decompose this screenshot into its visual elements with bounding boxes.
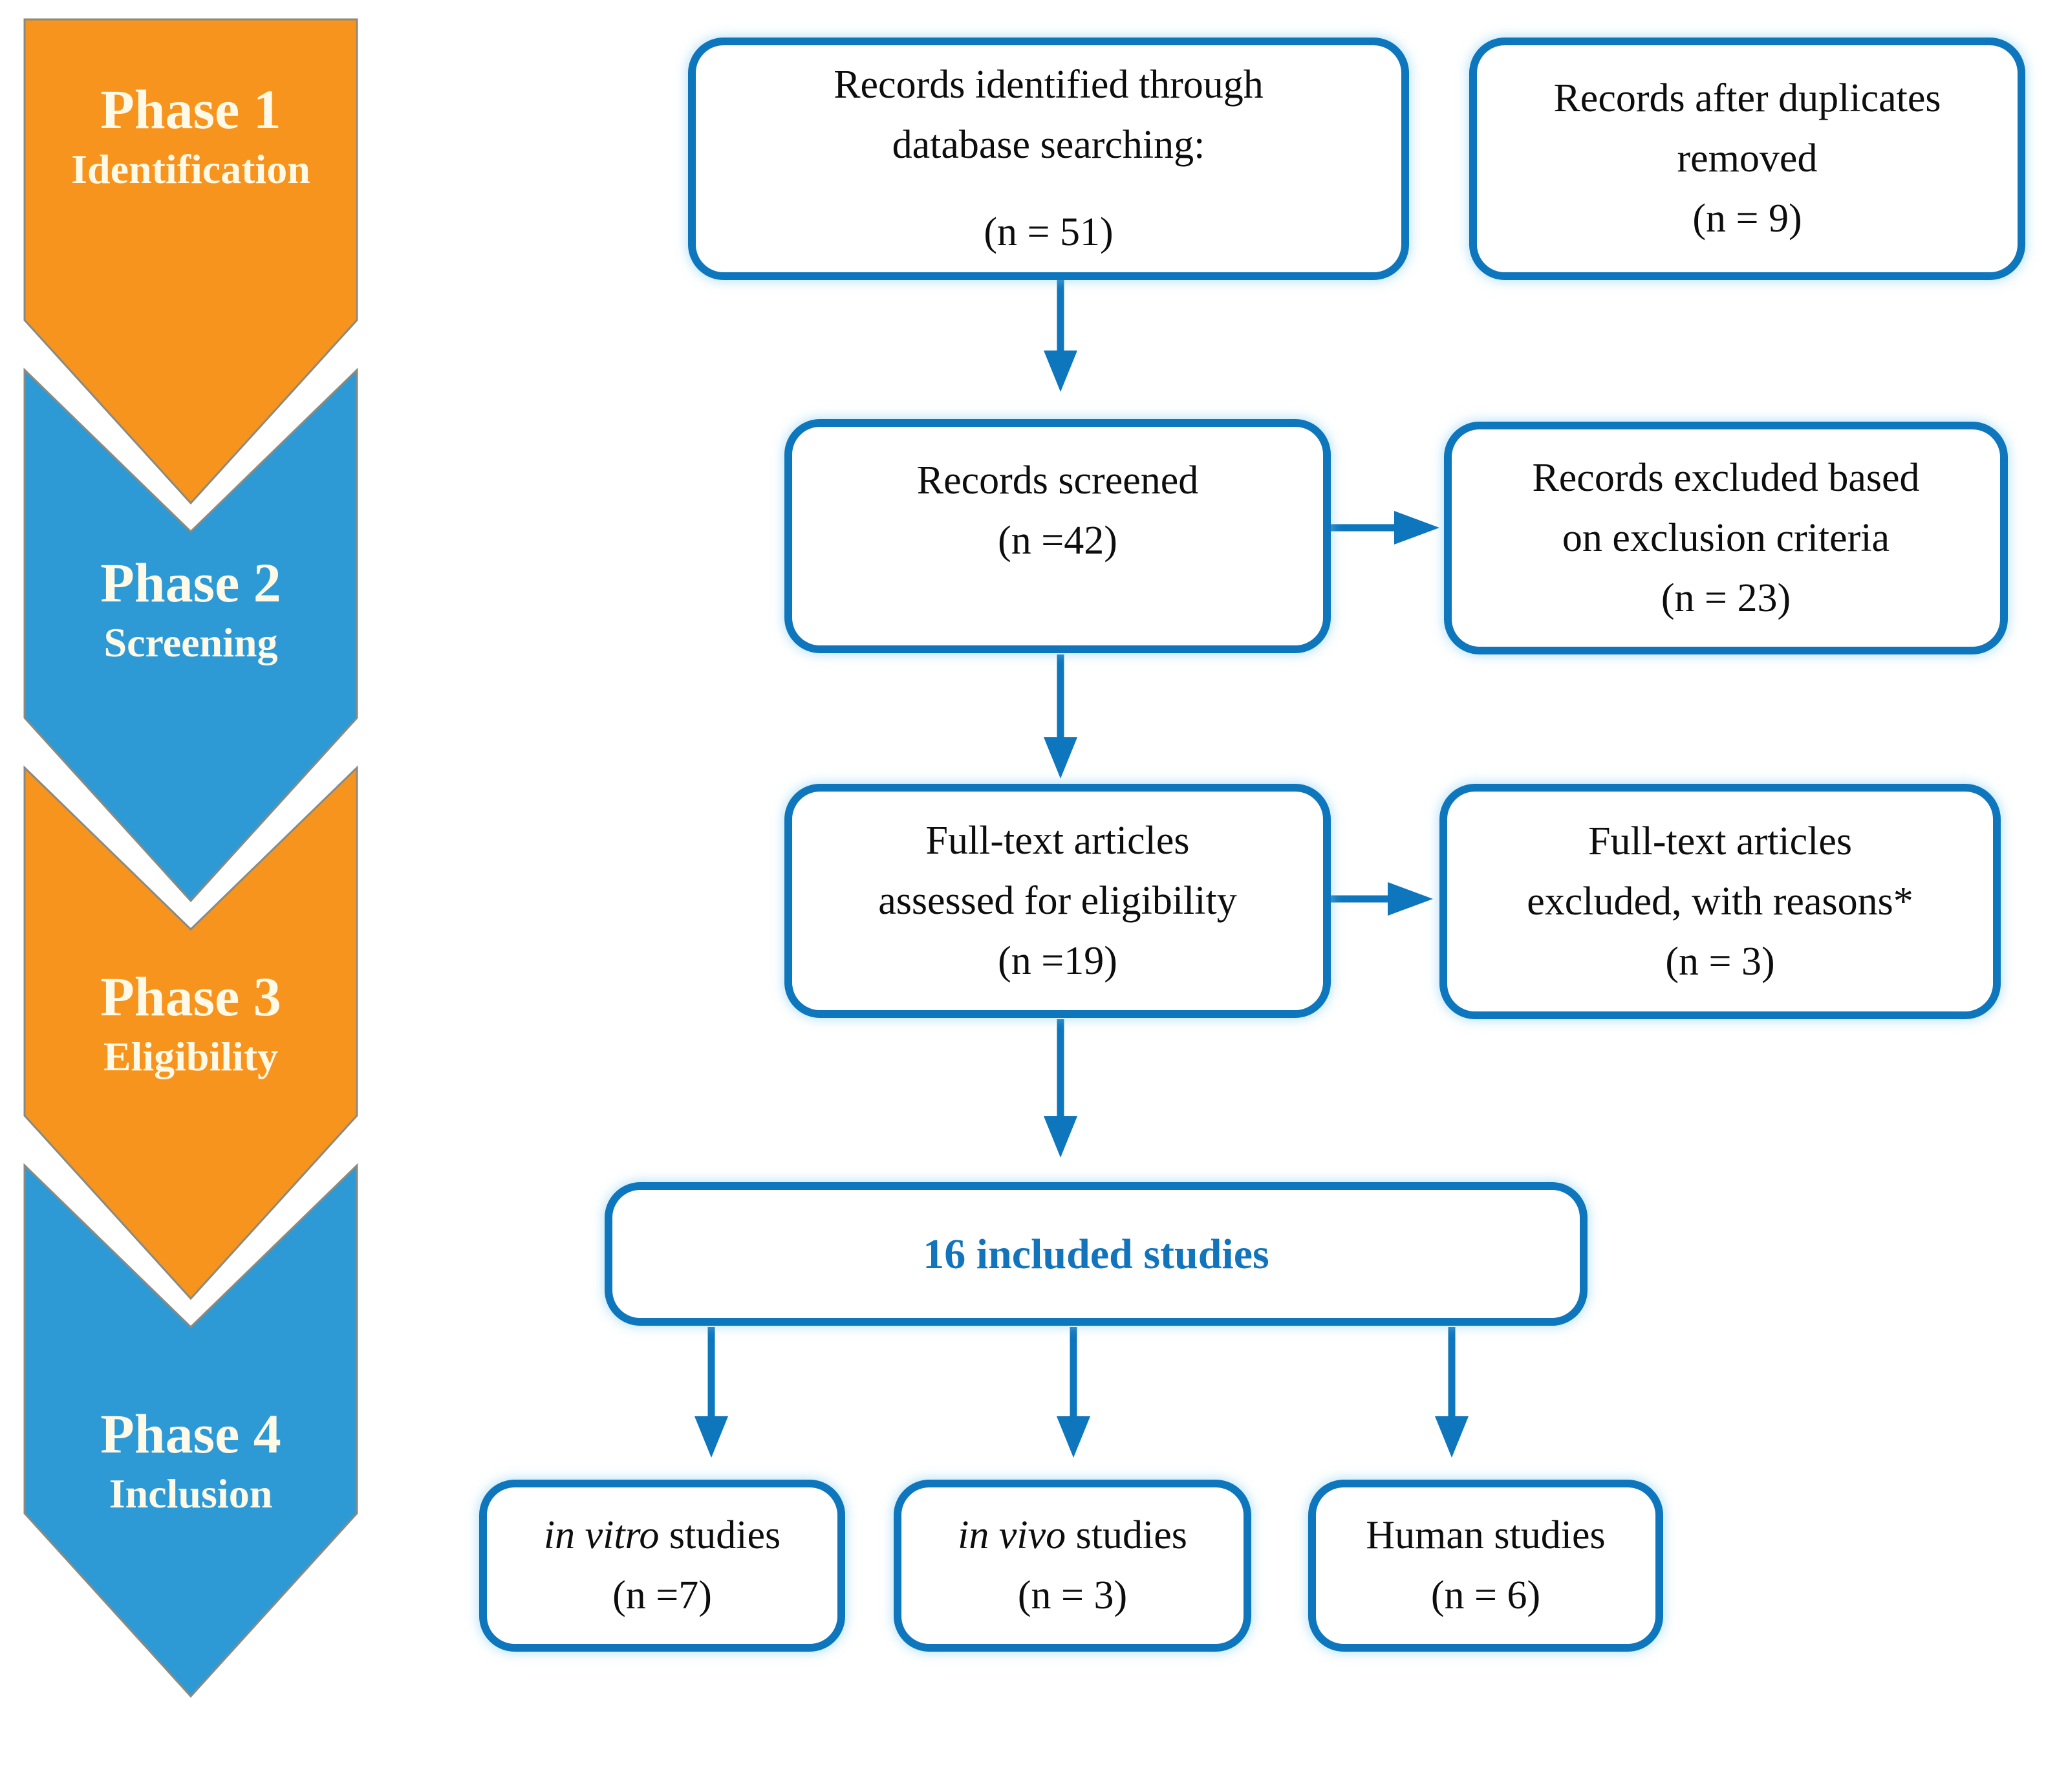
arrowhead-screened-to-fulltext bbox=[1044, 737, 1077, 779]
phase-3-label-block: Phase 3 Eligibility bbox=[25, 965, 357, 1080]
phase-3-subtitle: Eligibility bbox=[103, 1033, 279, 1079]
box-text-line: excluded, with reasons* bbox=[1527, 879, 1913, 923]
arrowhead-fulltext-to-excluded bbox=[1388, 882, 1433, 916]
box-duplicates-removed: Records after duplicates removed (n = 9) bbox=[1469, 38, 2025, 280]
box-text-line: Full-text articles bbox=[1588, 819, 1853, 863]
box-text-line: on exclusion criteria bbox=[1562, 515, 1890, 560]
in-vitro-rest: studies bbox=[659, 1513, 781, 1557]
in-vitro-italic: in vitro bbox=[543, 1513, 660, 1557]
box-records-identified: Records identified through database sear… bbox=[688, 38, 1409, 280]
phase-1-subtitle: Identification bbox=[71, 146, 310, 192]
box-count: (n = 9) bbox=[1692, 197, 1802, 241]
arrowhead-screened-to-excluded bbox=[1394, 511, 1439, 545]
box-text-line: in vitro studies bbox=[544, 1506, 781, 1566]
phase-4-label-block: Phase 4 Inclusion bbox=[25, 1402, 357, 1517]
box-text-line: Records excluded based bbox=[1532, 455, 1920, 500]
box-count: (n =42) bbox=[998, 519, 1117, 563]
chevron-phase-2-screening bbox=[23, 367, 358, 903]
phase-2-title: Phase 2 bbox=[100, 552, 281, 614]
arrowhead-identified-to-screened bbox=[1044, 351, 1077, 392]
box-fulltext-assessed: Full-text articles assessed for eligibil… bbox=[784, 784, 1331, 1018]
box-count: (n = 3) bbox=[1017, 1573, 1128, 1617]
box-text-line: Human studies bbox=[1366, 1513, 1606, 1557]
included-studies-label: 16 included studies bbox=[923, 1230, 1269, 1278]
box-text-line: removed bbox=[1677, 136, 1818, 180]
arrowhead-fulltext-to-included bbox=[1044, 1116, 1077, 1158]
box-fulltext-excluded: Full-text articles excluded, with reason… bbox=[1439, 784, 2001, 1019]
phase-2-subtitle: Screening bbox=[103, 619, 278, 665]
box-human-studies: Human studies (n = 6) bbox=[1308, 1480, 1663, 1652]
box-text-line: Full-text articles bbox=[925, 818, 1190, 863]
box-text-line: Records after duplicates bbox=[1553, 76, 1941, 120]
box-count: (n = 51) bbox=[984, 210, 1114, 254]
box-text-line: Records identified through bbox=[834, 63, 1264, 107]
arrowhead-included-to-invivo bbox=[1057, 1416, 1090, 1458]
box-in-vivo-studies: in vivo studies (n = 3) bbox=[894, 1480, 1251, 1652]
phase-4-title: Phase 4 bbox=[100, 1403, 281, 1465]
box-included-studies: 16 included studies bbox=[605, 1182, 1588, 1326]
arrowhead-included-to-invitro bbox=[695, 1416, 728, 1458]
box-in-vitro-studies: in vitro studies (n =7) bbox=[479, 1480, 845, 1652]
arrowhead-included-to-human bbox=[1435, 1416, 1469, 1458]
chevron-phase-4-inclusion bbox=[23, 1163, 358, 1698]
phase-3-title: Phase 3 bbox=[100, 966, 281, 1028]
phase-1-title: Phase 1 bbox=[100, 78, 281, 140]
box-records-screened: Records screened (n =42) bbox=[784, 419, 1331, 653]
box-count: (n = 6) bbox=[1430, 1573, 1541, 1617]
box-text-line: in vivo studies bbox=[958, 1506, 1187, 1566]
box-text-line: database searching: bbox=[892, 123, 1205, 167]
in-vivo-rest: studies bbox=[1066, 1513, 1187, 1557]
chevron-phase-3-eligibility bbox=[23, 765, 358, 1301]
box-text-line: assessed for eligibility bbox=[878, 878, 1237, 923]
box-count: (n = 3) bbox=[1665, 939, 1775, 984]
phase-2-label-block: Phase 2 Screening bbox=[25, 551, 357, 666]
in-vivo-italic: in vivo bbox=[958, 1513, 1066, 1557]
box-text-line: Records screened bbox=[916, 459, 1199, 502]
box-records-excluded: Records excluded based on exclusion crit… bbox=[1444, 422, 2008, 654]
chevron-phase-1-identification bbox=[23, 18, 358, 505]
phase-1-label-block: Phase 1 Identification bbox=[25, 78, 357, 193]
box-count: (n =7) bbox=[612, 1573, 712, 1617]
box-count: (n =19) bbox=[998, 938, 1117, 983]
phase-4-subtitle: Inclusion bbox=[109, 1470, 273, 1517]
box-count: (n = 23) bbox=[1661, 576, 1791, 620]
